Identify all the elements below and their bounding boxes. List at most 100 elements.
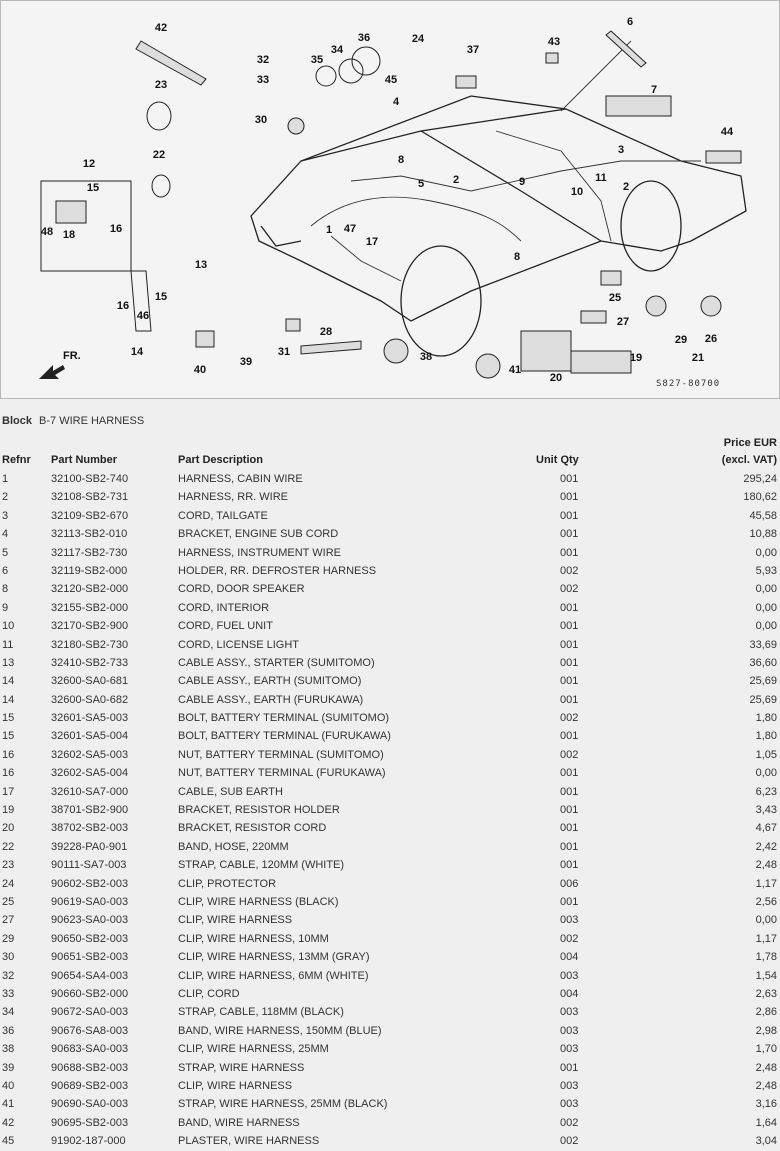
- part-number-cell: 32155-SB2-000: [51, 601, 129, 614]
- qty-cell: 001: [560, 601, 579, 614]
- callout-number: 33: [257, 74, 269, 86]
- ref-cell: 5: [2, 546, 9, 559]
- qty-cell: 003: [560, 969, 579, 982]
- price-cell: 1,05: [755, 748, 777, 761]
- price-cell: 25,69: [749, 693, 777, 706]
- qty-cell: 001: [560, 693, 579, 706]
- part-number-cell: 32170-SB2-900: [51, 620, 129, 633]
- description-cell: PLASTER, WIRE HARNESS: [178, 1135, 320, 1148]
- part-number-cell: 90619-SA0-003: [51, 895, 129, 908]
- ref-cell: 24: [2, 877, 15, 890]
- description-cell: CLIP, WIRE HARNESS, 10MM: [178, 932, 329, 945]
- description-cell: CORD, DOOR SPEAKER: [178, 583, 305, 596]
- callout-number: 2: [623, 181, 629, 193]
- ref-cell: 16: [2, 748, 15, 761]
- qty-cell: 001: [560, 730, 579, 743]
- price-cell: 1,64: [755, 1116, 777, 1129]
- price-cell: 4,67: [755, 822, 777, 835]
- description-cell: CABLE ASSY., EARTH (FURUKAWA): [178, 693, 364, 706]
- price-cell: 0,00: [755, 620, 777, 633]
- part-number-cell: 90111-SA7-003: [51, 859, 127, 872]
- description-cell: HOLDER, RR. DEFROSTER HARNESS: [178, 564, 377, 577]
- callout-number: 26: [705, 333, 717, 345]
- description-cell: BOLT, BATTERY TERMINAL (FURUKAWA): [178, 730, 391, 743]
- part-number-cell: 90651-SB2-003: [51, 951, 129, 964]
- header-price-line1: Price EUR: [723, 437, 777, 449]
- price-cell: 5,93: [755, 564, 777, 577]
- price-cell: 2,48: [755, 859, 777, 872]
- callout-number: 4: [393, 96, 400, 108]
- ref-cell: 15: [2, 730, 15, 743]
- callout-number: 41: [509, 364, 521, 376]
- part-number-cell: 32109-SB2-670: [51, 509, 129, 522]
- price-cell: 25,69: [749, 675, 777, 688]
- price-cell: 33,69: [749, 638, 777, 651]
- part-number-cell: 32600-SA0-682: [51, 693, 129, 706]
- qty-cell: 002: [560, 583, 579, 596]
- description-cell: CLIP, WIRE HARNESS: [178, 914, 293, 927]
- part-number-cell: 90602-SB2-003: [51, 877, 129, 890]
- ref-cell: 33: [2, 987, 15, 1000]
- part-number-cell: 32610-SA7-000: [51, 785, 129, 798]
- part-number-cell: 38702-SB2-003: [51, 822, 129, 835]
- description-cell: NUT, BATTERY TERMINAL (SUMITOMO): [178, 748, 384, 761]
- qty-cell: 001: [560, 473, 579, 485]
- ref-cell: 14: [2, 675, 15, 688]
- callout-number: 23: [155, 79, 167, 91]
- callout-number: 46: [137, 310, 149, 322]
- qty-cell: 001: [560, 840, 579, 853]
- qty-cell: 002: [560, 932, 579, 945]
- callout-number: 32: [257, 54, 269, 66]
- description-cell: CABLE, SUB EARTH: [178, 785, 283, 798]
- qty-cell: 001: [560, 528, 579, 541]
- block-label: Block: [2, 415, 32, 427]
- part-number-cell: 90660-SB2-000: [51, 987, 129, 1000]
- qty-cell: 001: [560, 895, 579, 908]
- part-number-cell: 39228-PA0-901: [51, 840, 128, 853]
- price-cell: 3,43: [755, 804, 777, 817]
- qty-cell: 001: [560, 546, 579, 559]
- part-number-cell: 32601-SA5-004: [51, 730, 129, 743]
- description-cell: CLIP, WIRE HARNESS, 6MM (WHITE): [178, 969, 369, 982]
- callout-number: 18: [63, 229, 75, 241]
- ref-cell: 27: [2, 914, 15, 927]
- ref-cell: 39: [2, 1061, 15, 1074]
- qty-cell: 001: [560, 656, 579, 669]
- qty-cell: 001: [560, 1061, 579, 1074]
- price-cell: 1,70: [755, 1043, 777, 1056]
- callout-number: 14: [131, 346, 144, 358]
- qty-cell: 001: [560, 859, 579, 872]
- ref-cell: 40: [2, 1079, 15, 1092]
- part-number-cell: 91902-187-000: [51, 1135, 126, 1148]
- header-description: Part Description: [178, 454, 263, 466]
- qty-cell: 003: [560, 1098, 579, 1111]
- ref-cell: 6: [2, 564, 9, 577]
- price-cell: 2,86: [755, 1006, 777, 1019]
- qty-cell: 004: [560, 987, 579, 1000]
- price-cell: 0,00: [755, 601, 777, 614]
- ref-cell: 9: [2, 601, 9, 614]
- part-number-cell: 32601-SA5-003: [51, 712, 129, 725]
- qty-cell: 002: [560, 1116, 579, 1129]
- part-number-cell: 32117-SB2-730: [51, 546, 128, 559]
- callout-number: 19: [630, 352, 642, 364]
- price-cell: 2,56: [755, 895, 777, 908]
- description-cell: BAND, HOSE, 220MM: [178, 840, 289, 853]
- callout-number: 48: [41, 226, 53, 238]
- description-cell: HARNESS, CABIN WIRE: [178, 473, 303, 485]
